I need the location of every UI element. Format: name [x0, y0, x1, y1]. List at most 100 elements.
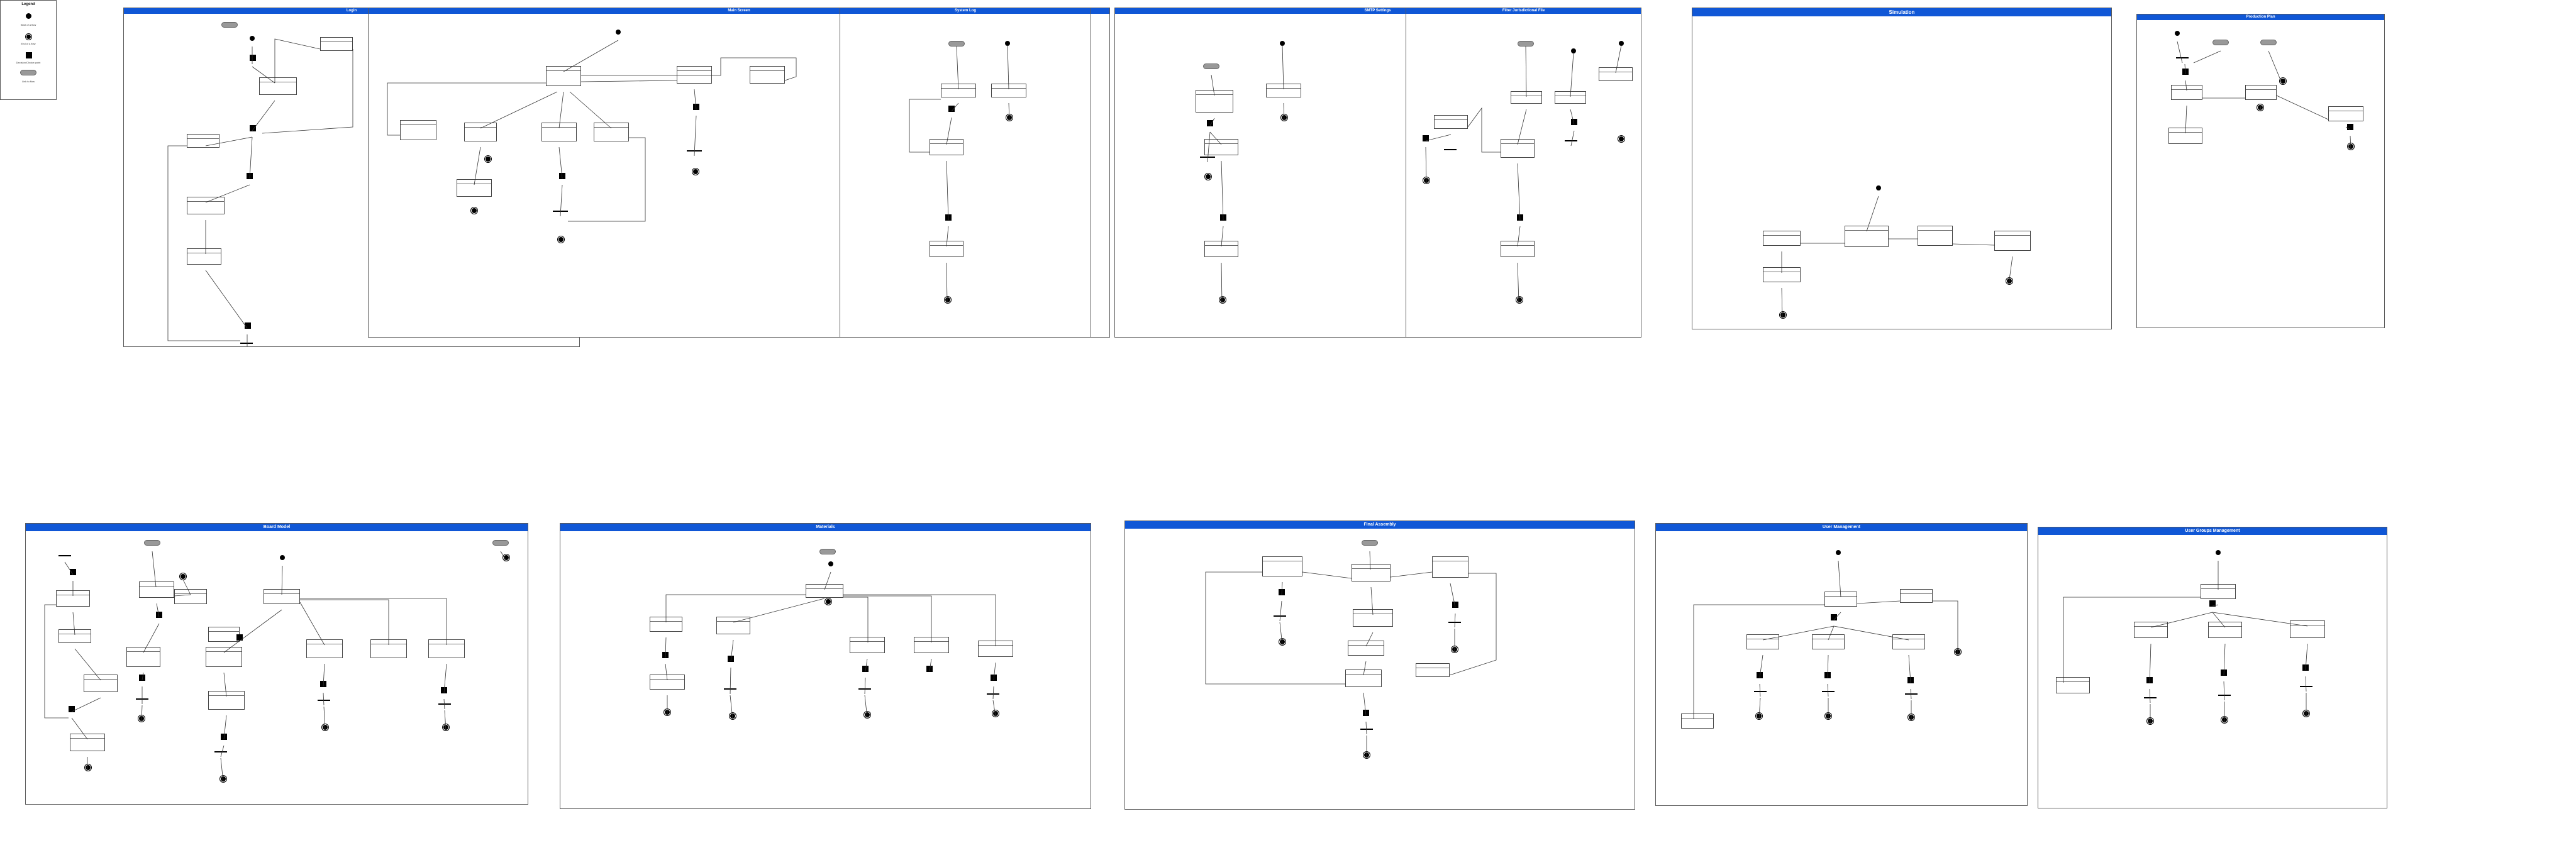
state-node[interactable]	[716, 617, 750, 634]
flow-edges	[1207, 45, 1285, 304]
decision-node	[1571, 119, 1577, 125]
link-flow-terminator[interactable]	[948, 41, 965, 47]
panel-title: Login	[124, 8, 579, 14]
link-flow-terminator[interactable]	[1362, 540, 1378, 546]
state-node[interactable]	[1994, 231, 2031, 251]
link-flow-terminator[interactable]	[221, 22, 238, 28]
panel-board-model: Board Model	[25, 523, 528, 805]
decision-node	[1423, 135, 1429, 141]
decision-node	[926, 666, 933, 672]
panel-final-assembly: Final Assembly	[1124, 521, 1635, 810]
fork-bar	[1274, 615, 1286, 617]
flow-edges	[665, 571, 996, 720]
legend-item-end: End of a flow	[21, 42, 36, 45]
state-node[interactable]	[2245, 85, 2277, 100]
decision-node	[69, 706, 75, 712]
decision-node	[250, 55, 256, 61]
link-flow-terminator[interactable]	[2212, 40, 2229, 45]
state-node[interactable]	[464, 123, 497, 141]
link-flow-terminator[interactable]	[2260, 40, 2277, 45]
state-node[interactable]	[2328, 106, 2363, 121]
state-node[interactable]	[1900, 589, 1933, 603]
panel-title: System Log	[840, 8, 1091, 14]
state-node[interactable]	[2171, 85, 2202, 100]
state-node[interactable]	[1262, 556, 1302, 576]
state-node[interactable]	[1434, 115, 1468, 129]
state-node[interactable]	[1681, 714, 1714, 729]
state-node[interactable]	[208, 691, 245, 710]
flow-edges	[1693, 560, 1958, 720]
link-flow-terminator[interactable]	[1518, 41, 1534, 47]
legend-item-start: Start of a flow	[20, 23, 36, 26]
state-node[interactable]	[1746, 634, 1779, 649]
state-node[interactable]	[206, 647, 242, 667]
link-flow-terminator[interactable]	[144, 540, 160, 546]
state-node[interactable]	[174, 589, 207, 604]
end-node	[826, 599, 831, 604]
fork-bar	[1565, 140, 1577, 141]
state-node[interactable]	[930, 241, 963, 257]
flow-edges	[1781, 196, 2013, 319]
decision-node	[2209, 600, 2216, 607]
state-node[interactable]	[1763, 231, 1801, 246]
state-node[interactable]	[850, 637, 885, 653]
link-flow-terminator[interactable]	[819, 549, 836, 554]
state-node[interactable]	[1416, 663, 1450, 677]
state-node[interactable]	[1501, 241, 1535, 257]
end-node	[693, 169, 698, 174]
state-node[interactable]	[187, 197, 225, 214]
state-node[interactable]	[1812, 634, 1845, 649]
state-node[interactable]	[208, 627, 240, 642]
state-node[interactable]	[930, 139, 963, 155]
state-node[interactable]	[187, 248, 221, 265]
state-node[interactable]	[259, 77, 297, 95]
state-node[interactable]	[806, 584, 843, 598]
link-flow-terminator[interactable]	[1203, 63, 1219, 69]
panel-system-log: System Log	[840, 8, 1091, 338]
fork-bar	[1905, 693, 1918, 695]
state-node[interactable]	[2208, 622, 2242, 638]
state-node[interactable]	[1204, 139, 1238, 155]
state-node[interactable]	[677, 66, 712, 84]
decision-node	[991, 675, 997, 681]
decision-node	[139, 675, 145, 681]
state-node[interactable]	[1352, 564, 1391, 581]
panel-user-management: User Management	[1655, 523, 2028, 806]
panel-title: SMTP Settings	[1115, 8, 1640, 14]
state-node[interactable]	[1892, 634, 1925, 649]
state-node[interactable]	[84, 675, 118, 692]
state-node[interactable]	[306, 639, 343, 658]
decision-node	[728, 656, 734, 662]
terminator-icon	[20, 70, 36, 75]
decision-node	[862, 666, 869, 672]
state-node[interactable]	[750, 66, 785, 84]
flow-edges	[909, 45, 1010, 304]
panel-filter-jurisdictional-file: Filter Jurisdictional File	[1406, 8, 1641, 338]
state-node[interactable]	[400, 120, 436, 140]
legend-item-decision: Decision/Choice point	[16, 61, 41, 64]
flow-edges	[2063, 561, 2308, 724]
state-node[interactable]	[541, 123, 577, 141]
state-node[interactable]	[320, 37, 353, 51]
panel-production-plan: Production Plan	[2136, 14, 2385, 328]
state-node[interactable]	[2290, 620, 2325, 638]
state-node[interactable]	[594, 123, 629, 141]
state-node[interactable]	[1432, 556, 1468, 578]
state-node[interactable]	[1348, 641, 1384, 656]
state-node[interactable]	[70, 734, 105, 751]
link-flow-terminator[interactable]	[492, 540, 509, 546]
decision-node	[156, 612, 162, 618]
start-node	[1836, 550, 1841, 555]
panel-title: Final Assembly	[1125, 521, 1635, 529]
state-node[interactable]	[126, 647, 160, 667]
state-node[interactable]	[1204, 241, 1238, 257]
state-node[interactable]	[546, 66, 581, 86]
state-node[interactable]	[187, 134, 219, 148]
state-node[interactable]	[2056, 677, 2090, 693]
state-node[interactable]	[1845, 226, 1889, 247]
start-node-icon	[26, 13, 31, 19]
end-node	[1220, 297, 1225, 302]
fork-bar	[553, 211, 568, 212]
state-node[interactable]	[1918, 226, 1953, 246]
state-node[interactable]	[139, 581, 174, 598]
